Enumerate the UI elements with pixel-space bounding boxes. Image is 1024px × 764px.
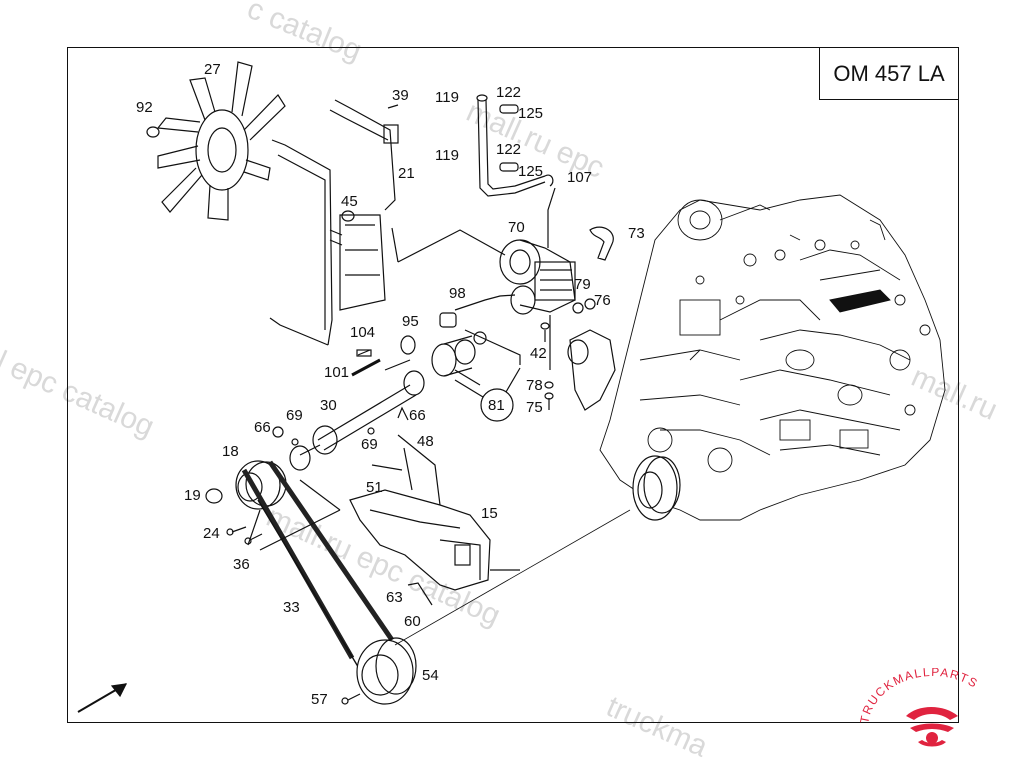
callout-66: 66: [254, 419, 271, 436]
callout-98: 98: [449, 285, 466, 302]
drawing-frame: [67, 47, 959, 723]
callout-18: 18: [222, 443, 239, 460]
callout-42: 42: [530, 345, 547, 362]
callout-54: 54: [422, 667, 439, 684]
fan: [156, 61, 286, 221]
brand-logo: TRUCKMALLPARTS: [858, 668, 979, 747]
callout-63: 63: [386, 589, 403, 606]
callout-78: 78: [526, 377, 543, 394]
callout-122: 122: [496, 141, 522, 158]
cap: [146, 126, 160, 138]
callout-45: 45: [341, 193, 358, 210]
callout-122: 122: [496, 84, 522, 101]
callout-57: 57: [311, 691, 328, 708]
callout-70: 70: [508, 219, 525, 236]
callout-21: 21: [398, 165, 415, 182]
callout-125: 125: [518, 105, 544, 122]
model-label: OM 457 LA: [819, 48, 958, 100]
callout-81: 81: [488, 397, 505, 414]
callout-92: 92: [136, 99, 153, 116]
callout-66: 66: [409, 407, 426, 424]
callout-33: 33: [283, 599, 300, 616]
callout-39: 39: [392, 87, 409, 104]
callout-19: 19: [184, 487, 201, 504]
callout-60: 60: [404, 613, 421, 630]
callout-79: 79: [574, 276, 591, 293]
engine-block: [599, 194, 946, 521]
callout-101: 101: [324, 364, 350, 381]
callout-27: 27: [204, 61, 221, 78]
callout-36: 36: [233, 556, 250, 573]
compressor: [439, 239, 576, 328]
callout-107: 107: [567, 169, 593, 186]
pulley: [356, 637, 417, 705]
tensioner-bracket: [259, 434, 491, 591]
callout-76: 76: [594, 292, 611, 309]
pipe: [476, 94, 556, 248]
callout-69: 69: [361, 436, 378, 453]
callout-15: 15: [481, 505, 498, 522]
callout-51: 51: [366, 479, 383, 496]
drive-shaft: [289, 359, 425, 471]
callout-119: 119: [435, 89, 459, 106]
callout-75: 75: [526, 399, 543, 416]
callout-95: 95: [402, 313, 419, 330]
callout-119: 119: [435, 147, 459, 164]
callout-69: 69: [286, 407, 303, 424]
callout-48: 48: [417, 433, 434, 450]
callout-125: 125: [518, 163, 544, 180]
callout-73: 73: [628, 225, 645, 242]
callout-24: 24: [203, 525, 220, 542]
mounting-bracket: [269, 99, 399, 346]
callout-104: 104: [350, 324, 376, 341]
callout-30: 30: [320, 397, 337, 414]
